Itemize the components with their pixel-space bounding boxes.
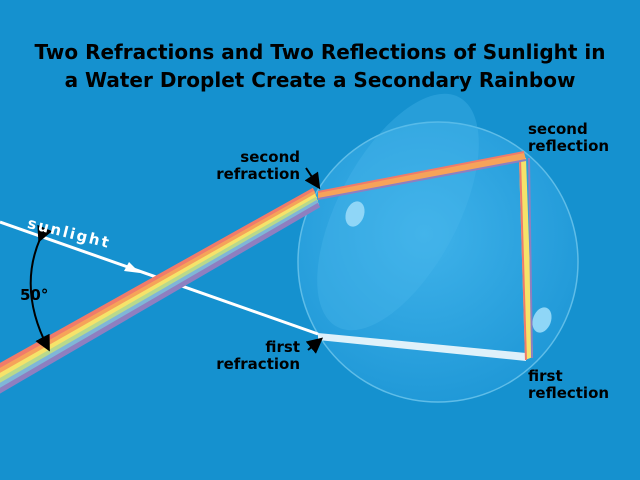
first-refraction-label: first refraction [216, 338, 300, 373]
angle-arc [29, 224, 53, 352]
second-refraction-label: second refraction [216, 148, 300, 183]
angle-label: 50° [20, 286, 49, 304]
title-line-2: a Water Droplet Create a Secondary Rainb… [64, 68, 576, 92]
second-refraction-pointer [304, 167, 321, 190]
sunlight-arrowhead [124, 262, 140, 273]
second-reflection-label: second reflection [528, 120, 610, 155]
droplet-highlight-lower [532, 307, 552, 333]
diagram-title: Two Refractions and Two Reflections of S… [0, 38, 640, 94]
first-refraction-pointer [305, 337, 324, 354]
title-line-1: Two Refractions and Two Reflections of S… [34, 40, 606, 64]
droplet-reflection-band [317, 93, 479, 331]
droplet-highlight-upper [345, 201, 365, 227]
water-droplet [297, 121, 579, 403]
internal-light-path [317, 151, 533, 361]
first-reflection-label: first reflection [528, 367, 610, 402]
